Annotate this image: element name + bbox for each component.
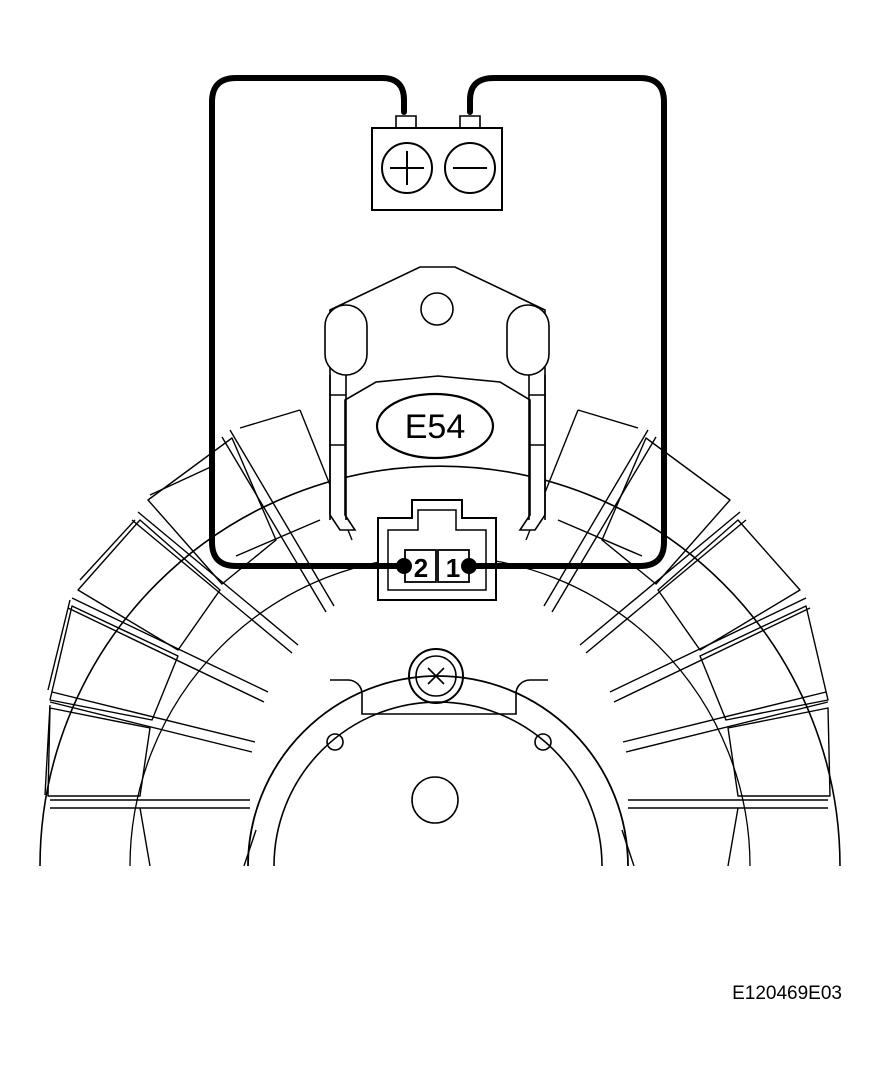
bracket-slot-left <box>324 304 368 376</box>
battery <box>371 115 503 211</box>
bracket-hole <box>420 292 454 326</box>
bracket-slot-right <box>506 304 550 376</box>
connector-housing <box>377 499 497 601</box>
bracket-plate <box>329 266 546 531</box>
motor-shaft <box>411 776 459 824</box>
resistor-bracket <box>324 266 550 531</box>
positive-lead-wire <box>209 75 407 569</box>
fan-hub-outer <box>247 675 629 866</box>
figure-id: E120469E03 <box>732 983 842 1004</box>
test-leads <box>209 75 667 569</box>
hub-hole-right <box>534 733 552 751</box>
mount-screw-ring <box>408 648 464 704</box>
probe-pin-2 <box>396 558 412 574</box>
negative-lead-wire <box>466 75 667 569</box>
battery-terminal-negative <box>459 115 481 128</box>
connector-label-ellipse <box>375 392 495 460</box>
connector-e54 <box>377 499 497 601</box>
hub-hole-left <box>326 733 344 751</box>
fan-housing <box>39 409 841 866</box>
fan-outer-rim-inner <box>129 555 751 866</box>
motor-mount <box>326 648 552 824</box>
fan-hub-inner <box>273 701 603 866</box>
fan-outer-rim <box>39 465 841 866</box>
pin-label-1: 1 <box>446 553 460 583</box>
pin-label-2: 2 <box>414 553 428 583</box>
connector-inner <box>387 509 487 591</box>
screw-cross-icon <box>427 667 445 685</box>
fan-blades <box>44 409 831 866</box>
plus-icon <box>390 151 424 185</box>
mount-plate <box>330 679 548 715</box>
connector-label: E54 <box>405 408 466 446</box>
battery-terminal-positive <box>395 115 417 128</box>
mount-screw <box>415 655 457 697</box>
probe-pin-1 <box>461 558 477 574</box>
